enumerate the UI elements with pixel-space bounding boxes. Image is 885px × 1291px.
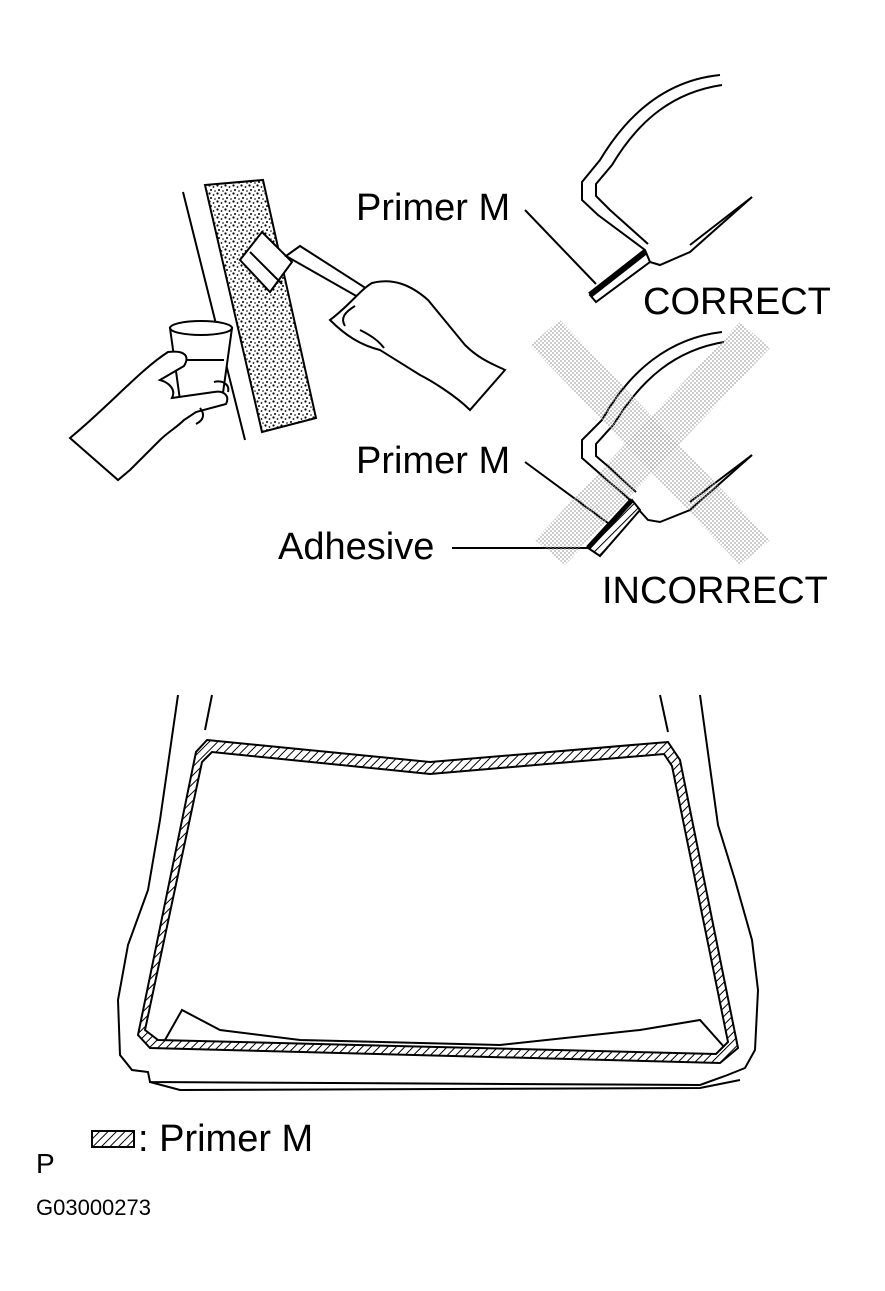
correct-primer-leader-line [524, 209, 597, 285]
incorrect-primer-label: Primer M [356, 440, 511, 482]
correct-primer-label: Primer M [356, 187, 511, 229]
incorrect-cross-mark-icon [530, 320, 770, 565]
correct-cross-section [581, 74, 753, 304]
corner-letter: P [36, 1148, 55, 1179]
hatched-swatch-icon [91, 1130, 135, 1148]
figure-code: G03000273 [36, 1195, 151, 1220]
correct-primer-band [588, 249, 647, 298]
adhesive-label: Adhesive [278, 526, 435, 568]
windshield-body-frame [116, 694, 760, 1092]
incorrect-status-label: INCORRECT [602, 570, 828, 612]
primer-application-illustration [68, 178, 507, 482]
legend-text: : Primer M [138, 1118, 314, 1160]
correct-status-label: CORRECT [643, 281, 831, 323]
windshield-primer-band [136, 738, 740, 1065]
